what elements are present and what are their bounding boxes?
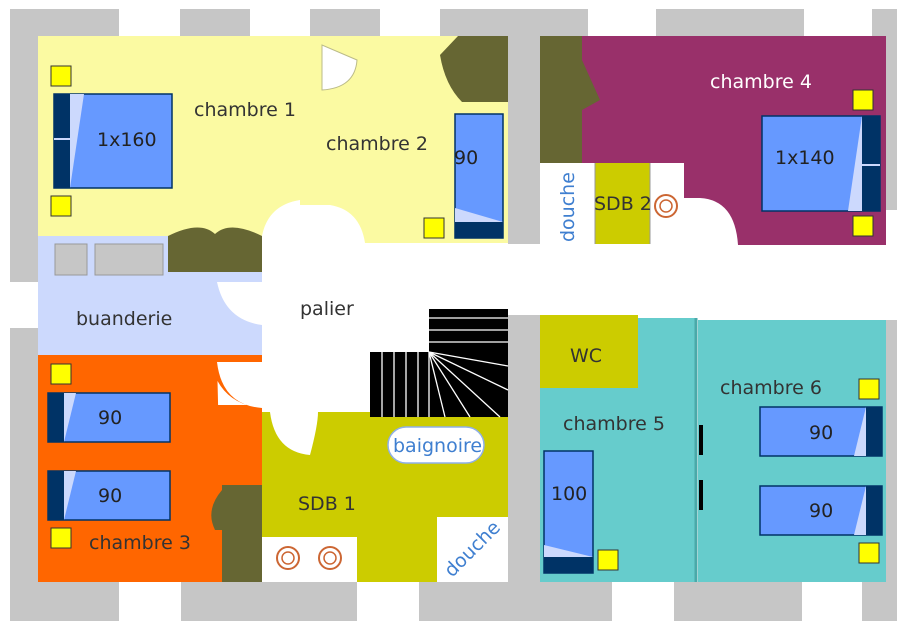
label-chambre-6: chambre 6 <box>720 377 822 399</box>
shower-sdb-1 <box>437 517 508 582</box>
label-buanderie: buanderie <box>76 308 172 330</box>
bed-label-chambre-6-b: 90 <box>809 500 833 522</box>
bed-chambre-1 <box>53 93 173 189</box>
label-chambre-4: chambre 4 <box>710 71 812 93</box>
lamp-icon <box>858 378 880 400</box>
staircase <box>370 309 509 418</box>
label-sdb-1: SDB 1 <box>298 493 356 515</box>
door-arc-chambre-4 <box>695 221 738 245</box>
lamp-icon <box>423 217 445 239</box>
windows <box>10 9 897 621</box>
room-wc <box>540 315 638 388</box>
bed-label-chambre-4: 1x140 <box>775 147 835 169</box>
inner-wall-top <box>508 36 540 244</box>
bathtub <box>387 426 485 464</box>
bed-label-chambre-6-a: 90 <box>809 422 833 444</box>
label-baignoire: baignoire <box>393 435 482 457</box>
bed-label-chambre-5: 100 <box>551 483 587 505</box>
lamp-icon <box>50 363 72 385</box>
lamp-icon <box>50 195 72 217</box>
bed-chambre-3-a <box>47 392 171 443</box>
appliance-2 <box>94 243 164 276</box>
door-arc-chambre-2 <box>321 44 358 91</box>
bed-label-chambre-3-b: 90 <box>98 485 122 507</box>
door-arc-chambre-6 <box>705 285 740 320</box>
label-chambre-5: chambre 5 <box>563 413 665 435</box>
inner-wall-bottom <box>508 315 540 582</box>
bed-chambre-4 <box>761 115 881 212</box>
lamps <box>50 65 880 571</box>
label-chambre-2: chambre 2 <box>326 133 428 155</box>
sink-sdb-2 <box>654 194 678 218</box>
bed-chambre-6-a <box>759 406 883 457</box>
bed-label-chambre-2: 90 <box>454 147 478 169</box>
wardrobe-chambre-4 <box>540 36 582 164</box>
wardrobe-door-chambre-4 <box>582 60 600 110</box>
label-wc: WC <box>570 345 602 367</box>
label-chambre-1: chambre 1 <box>194 99 296 121</box>
bed-chambre-3-b <box>47 470 171 521</box>
wardrobe-chambre-2 <box>440 36 508 102</box>
wardrobe-chambre-1 <box>168 236 262 272</box>
bed-chambre-5 <box>543 450 594 574</box>
sink-sdb-1-a <box>276 546 300 570</box>
lamp-icon <box>50 527 72 549</box>
sink-sdb-1-b <box>318 546 342 570</box>
lamp-icon <box>852 89 874 111</box>
door-arc-chambre-1 <box>262 200 300 236</box>
label-chambre-3: chambre 3 <box>89 532 191 554</box>
label-sdb-2: SDB 2 <box>594 193 652 215</box>
lamp-icon <box>852 215 874 237</box>
door-arc-sdb-1 <box>270 412 318 455</box>
door-arc-wc <box>598 282 632 315</box>
label-palier: palier <box>300 298 354 320</box>
bed-chambre-2 <box>454 113 504 239</box>
lamp-icon <box>858 542 880 564</box>
bed-label-chambre-1: 1x160 <box>97 129 157 151</box>
lamp-icon <box>597 549 619 571</box>
label-douche-sdb-2: douche <box>557 172 579 242</box>
appliance-1 <box>54 243 88 276</box>
sdb-2-olive <box>595 163 650 244</box>
wardrobe-chambre-3 <box>222 485 262 582</box>
bed-label-chambre-3-a: 90 <box>98 407 122 429</box>
door-arc-chambre-3 <box>217 362 262 408</box>
lamp-icon <box>50 65 72 87</box>
door-arc-buanderie <box>217 282 262 325</box>
bed-chambre-6-b <box>759 485 883 536</box>
